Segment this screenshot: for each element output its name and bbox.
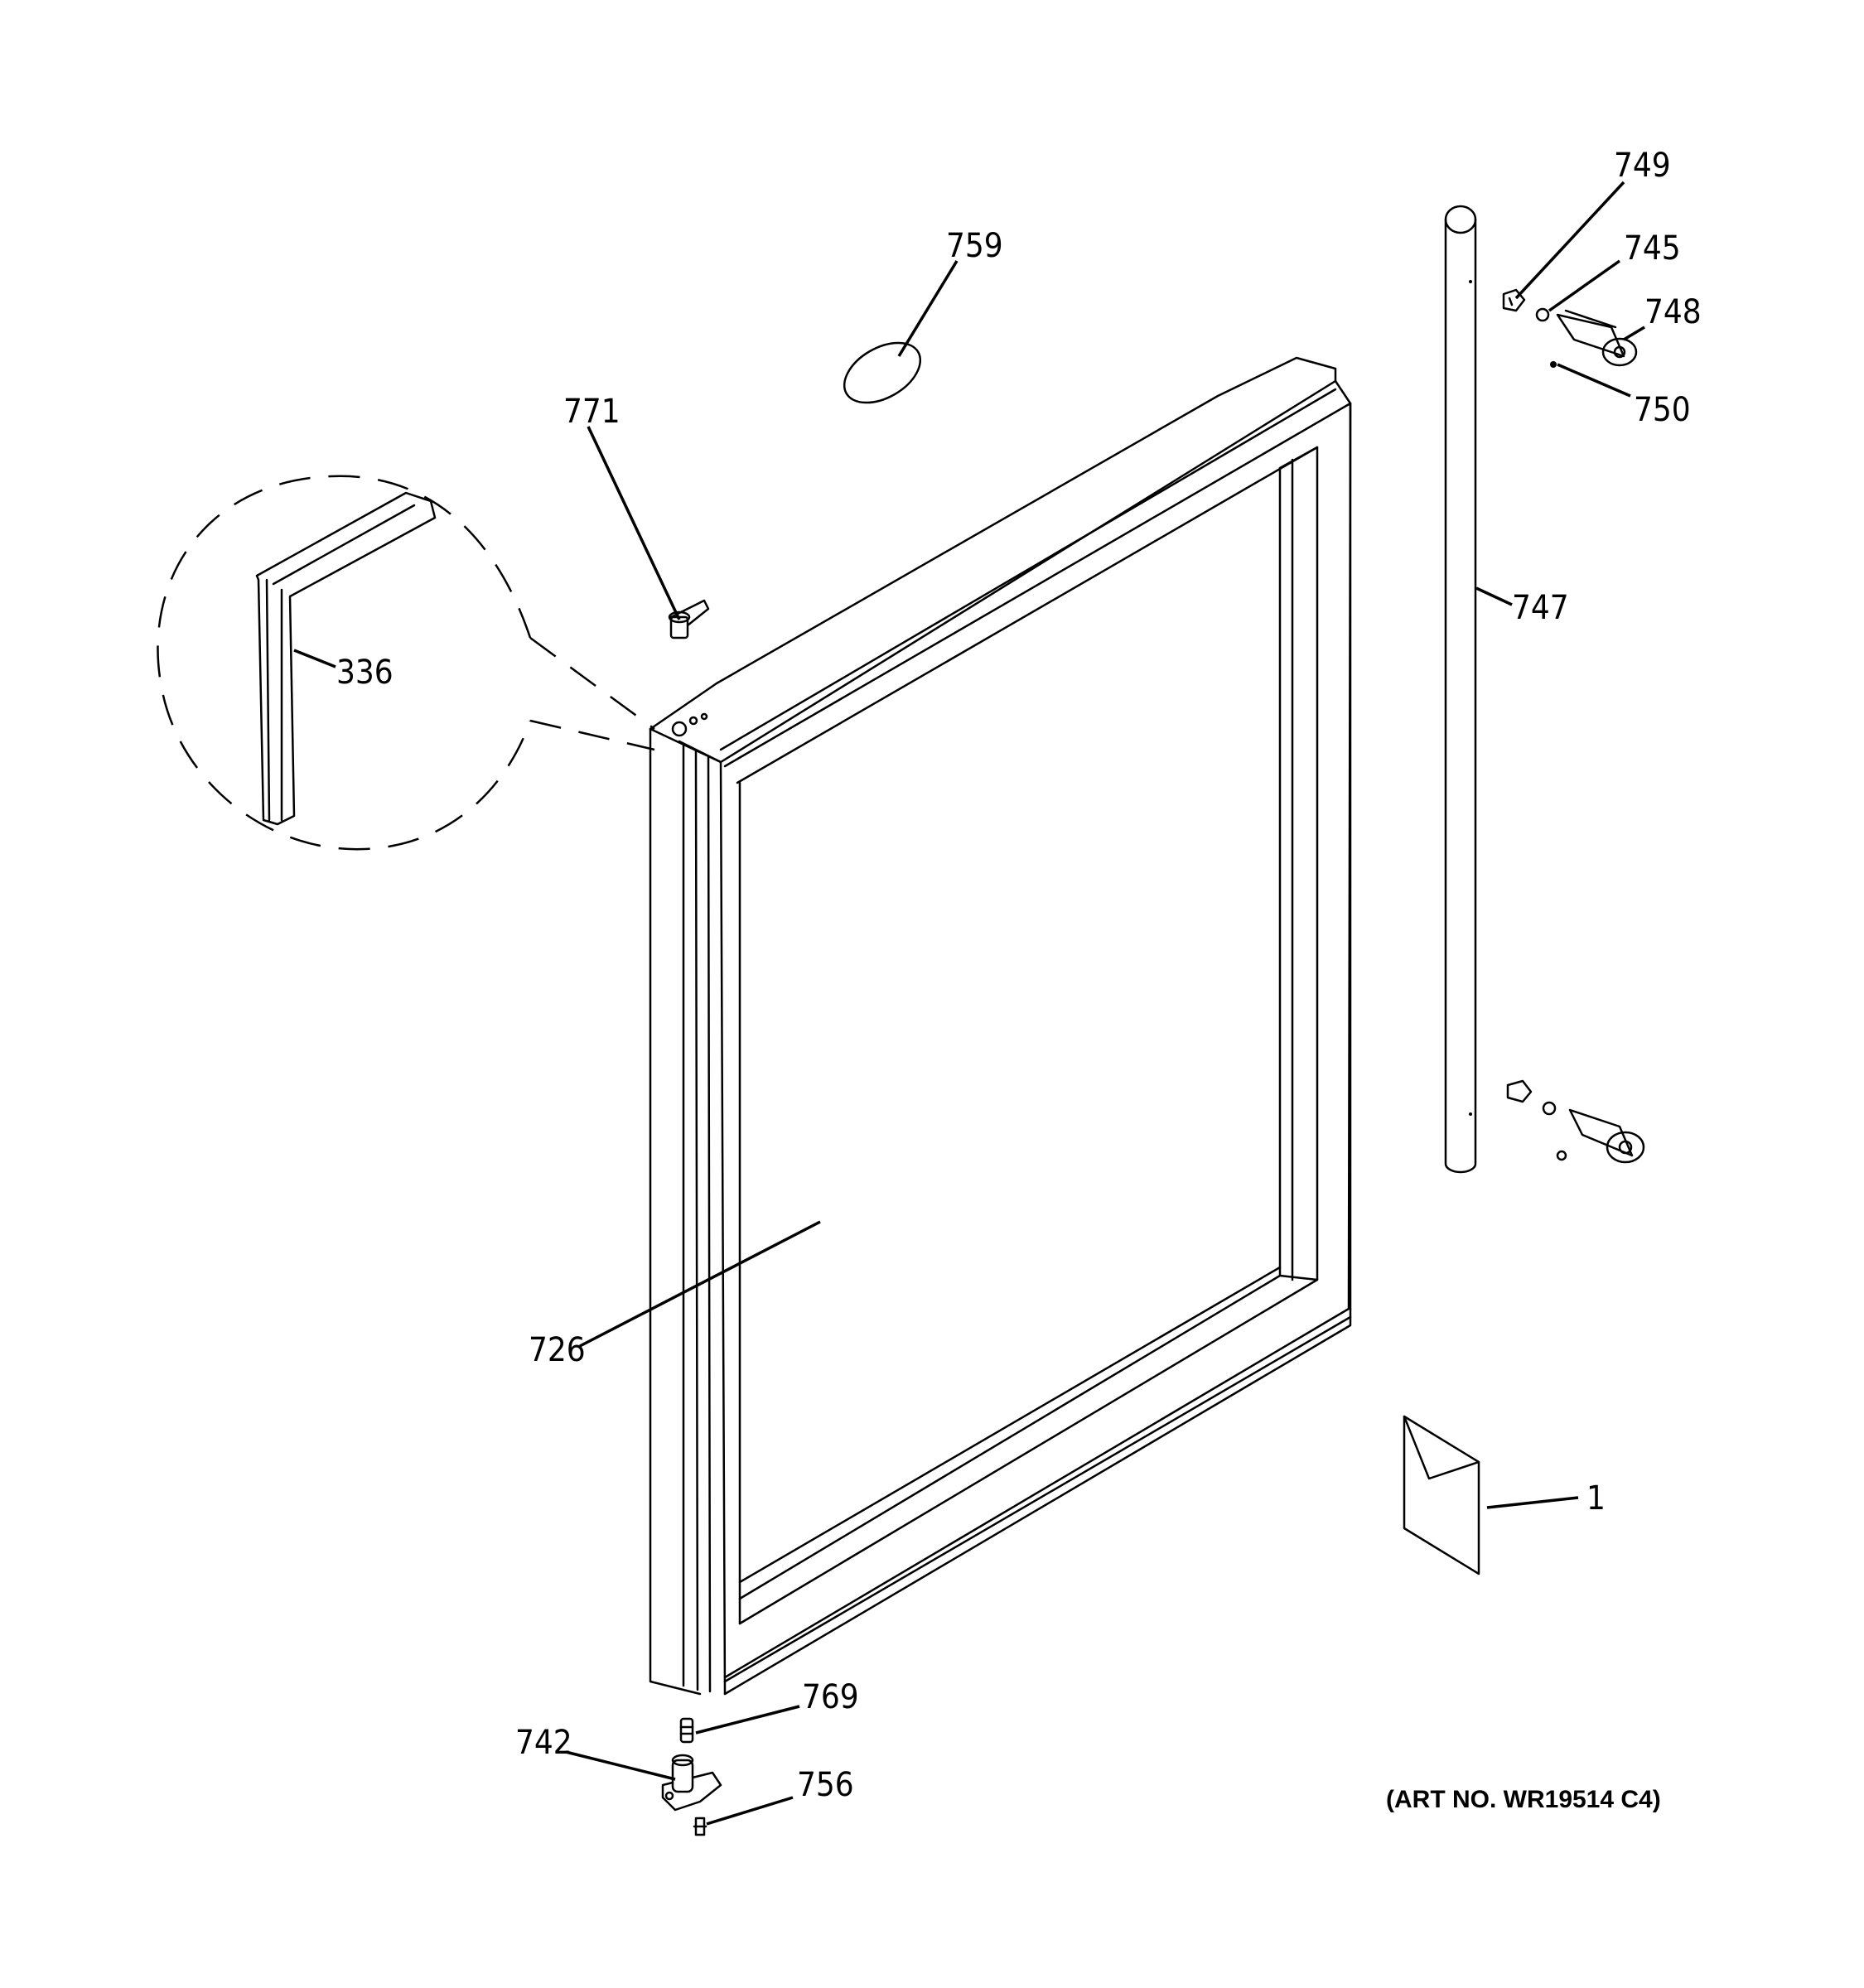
leader-750 <box>1557 363 1631 398</box>
handle-mount-lower <box>1506 1079 1645 1164</box>
callout-769: 769 <box>802 1678 859 1716</box>
leader-745 <box>1548 259 1621 312</box>
hinge-742 <box>661 1754 722 1812</box>
callout-749: 749 <box>1614 147 1671 185</box>
leader-742 <box>565 1750 676 1781</box>
callout-756: 756 <box>797 1766 854 1804</box>
plug-759 <box>843 341 922 404</box>
callout-labels: 749 745 748 750 759 771 336 747 726 1 76… <box>336 147 1702 1804</box>
hinge-pin-769 <box>679 1717 694 1744</box>
callout-726: 726 <box>529 1331 586 1369</box>
screw-756 <box>693 1817 707 1836</box>
bushing-771 <box>668 599 710 639</box>
leader-1 <box>1486 1496 1579 1509</box>
door-frame <box>649 356 1352 1696</box>
leader-lines <box>293 181 1645 1826</box>
callout-745: 745 <box>1624 229 1681 268</box>
leader-759 <box>897 260 959 357</box>
leader-771 <box>587 426 681 620</box>
handle-mount-upper <box>1502 288 1638 368</box>
leader-769 <box>695 1705 800 1735</box>
callout-759: 759 <box>946 227 1003 265</box>
callout-747: 747 <box>1512 589 1569 627</box>
leader-756 <box>706 1796 794 1826</box>
art-number: (ART NO. WR19514 C4) <box>1386 1786 1661 1813</box>
gasket-detail-bubble <box>157 475 655 851</box>
callout-748: 748 <box>1644 293 1702 331</box>
callout-771: 771 <box>563 393 621 431</box>
callout-1: 1 <box>1586 1479 1606 1518</box>
leader-748 <box>1623 326 1645 341</box>
handle-tube-747 <box>1444 205 1477 1174</box>
leader-336 <box>293 649 336 668</box>
callout-336: 336 <box>336 654 394 692</box>
callout-750: 750 <box>1634 391 1691 429</box>
literature-1 <box>1403 1415 1480 1575</box>
leader-726 <box>579 1220 821 1348</box>
leader-749 <box>1514 181 1625 300</box>
callout-742: 742 <box>515 1724 572 1762</box>
leader-747 <box>1475 586 1513 606</box>
